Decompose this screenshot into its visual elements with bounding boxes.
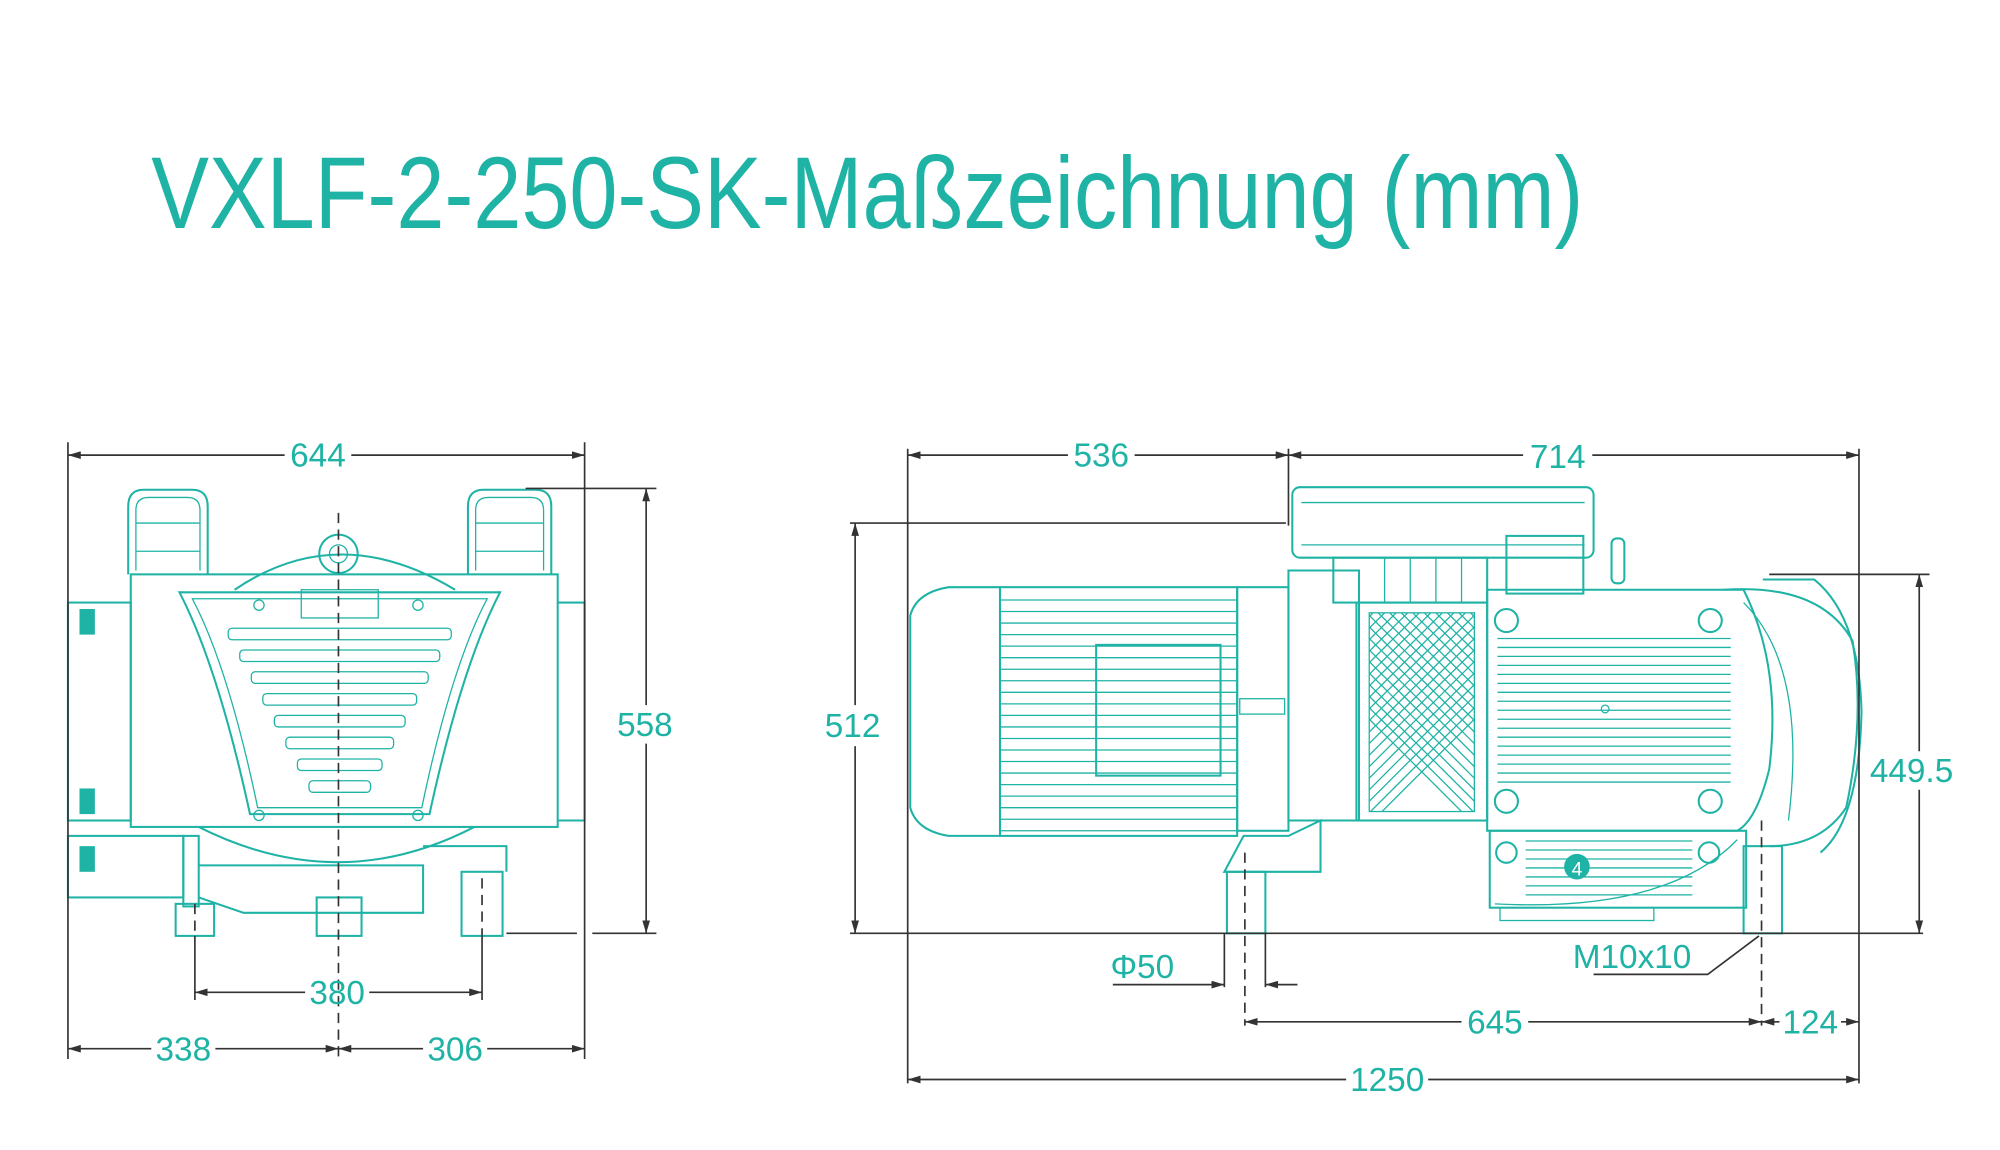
vent-slat — [285, 736, 395, 750]
dim-outlet-diameter: Φ50 — [1110, 949, 1174, 986]
vent-slat — [262, 692, 418, 706]
mesh-line — [1369, 684, 1475, 791]
mesh-line — [1369, 465, 1474, 570]
dim-front-center-to-right: 306 — [427, 1031, 483, 1068]
mesh-line — [1369, 431, 1474, 536]
vent-slat — [239, 649, 441, 663]
front-view: 644 558 380 338 306 — [66, 438, 673, 1068]
page-title: VXLF-2-250-SK-Maßzeichnung (mm) — [151, 135, 1583, 250]
dim-total-length: 1250 — [1350, 1062, 1424, 1099]
side-view-pump-outline: 4 — [909, 408, 1863, 935]
mesh-line — [1369, 419, 1474, 524]
front-vent-slats — [227, 627, 452, 793]
dim-front-left-to-center: 338 — [156, 1031, 212, 1068]
dim-front-foot-spacing: 380 — [309, 975, 365, 1012]
vent-slat — [250, 671, 429, 684]
mesh-line — [1369, 442, 1474, 547]
mesh-line — [1369, 718, 1463, 812]
mesh-line — [1369, 465, 1474, 570]
mesh-line — [1369, 408, 1474, 513]
mesh-line — [1369, 454, 1474, 559]
dim-motor-length: 536 — [1073, 438, 1129, 475]
dim-blower-length: 714 — [1530, 439, 1586, 476]
thread-label: M10x10 — [1573, 939, 1692, 976]
position-marker-4: 4 — [1572, 860, 1583, 881]
blower-cooling-fins — [1497, 637, 1731, 896]
dim-side-height: 512 — [825, 708, 881, 745]
mesh-grille — [1369, 408, 1475, 812]
vent-slat — [308, 780, 372, 793]
side-view: 4 536 714 512 449.5 Φ50 — [825, 408, 1953, 1099]
mesh-line — [1369, 707, 1474, 812]
vent-slat — [296, 758, 383, 772]
mesh-line — [1369, 408, 1474, 513]
vent-slat — [227, 627, 452, 641]
mesh-line — [1369, 454, 1474, 559]
mesh-line — [1369, 431, 1474, 536]
vent-slat — [273, 714, 406, 728]
front-view-pump-outline — [66, 488, 586, 937]
mesh-line — [1369, 419, 1474, 524]
mesh-line — [1369, 695, 1475, 802]
motor-cooling-fins — [1000, 599, 1238, 832]
mesh-line — [1369, 661, 1475, 768]
mesh-line — [1369, 442, 1474, 547]
dim-front-width: 644 — [290, 438, 346, 475]
dim-front-height: 558 — [617, 707, 673, 744]
dim-foot-spacing: 645 — [1467, 1004, 1523, 1041]
dim-blower-height: 449.5 — [1870, 753, 1953, 790]
dim-foot-to-end: 124 — [1782, 1004, 1838, 1041]
mesh-line — [1369, 672, 1475, 779]
